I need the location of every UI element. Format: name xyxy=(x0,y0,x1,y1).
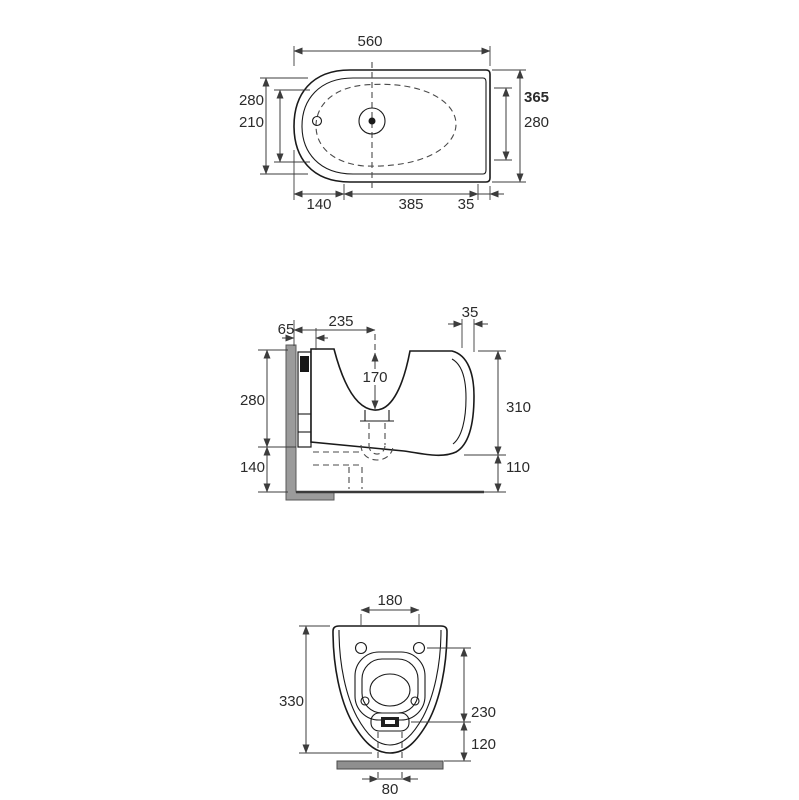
dim-label-385: 385 xyxy=(398,196,423,213)
dim-label-140-top: 140 xyxy=(306,196,331,213)
bidet-top-inner-rim xyxy=(301,77,487,175)
tap-hole xyxy=(358,107,386,135)
side-view: 235 65 35 170 280 xyxy=(240,304,531,501)
bidet-front-inner xyxy=(338,629,442,746)
frame-fixing-block xyxy=(300,356,309,372)
dim-lower-left-group: 140 xyxy=(240,446,288,493)
dim-drain-to-floor-group: 120 xyxy=(444,721,496,762)
bidet-side-outline xyxy=(310,348,475,457)
dim-label-140-side: 140 xyxy=(240,459,265,476)
dim-label-210: 210 xyxy=(239,114,264,131)
tap-hole-center xyxy=(368,117,376,125)
drain-cover xyxy=(370,712,410,732)
inlet-hole xyxy=(311,115,323,127)
dim-label-80: 80 xyxy=(382,781,399,798)
dim-label-560: 560 xyxy=(357,33,382,50)
dim-front-height-group: 330 xyxy=(279,625,372,754)
dim-drain-width-group: 80 xyxy=(362,775,418,798)
dim-body-height-group: 310 xyxy=(464,350,531,456)
bolt-hole-right xyxy=(412,641,426,655)
dim-label-235: 235 xyxy=(328,313,353,330)
dim-wall-to-drain-group: 235 xyxy=(293,313,376,352)
dim-top-left-inner-group: 210 xyxy=(239,89,310,163)
dim-label-right-280: 280 xyxy=(524,114,549,131)
dim-top-depth-group: 365 xyxy=(492,69,549,183)
dim-label-120: 120 xyxy=(471,736,496,753)
dim-label-180: 180 xyxy=(377,592,402,609)
dim-label-170: 170 xyxy=(362,369,387,386)
bidet-front-outline xyxy=(332,625,448,754)
dim-top-right-basin-group: 280 xyxy=(494,87,549,161)
dim-hole-spacing-group: 180 xyxy=(360,592,420,625)
fixing-cap-right xyxy=(410,696,420,706)
trap-dashed-group xyxy=(313,423,394,489)
dim-top-width-group: 560 xyxy=(293,33,491,66)
dim-holes-to-drain-group: 230 xyxy=(411,647,496,723)
dim-label-330: 330 xyxy=(279,693,304,710)
basin-outline-dashed xyxy=(315,83,457,167)
dim-top-bottom-chain-group: 140 385 35 xyxy=(293,150,504,213)
dim-label-35-side: 35 xyxy=(462,304,479,321)
dim-frame-depth-group: 65 xyxy=(278,321,328,350)
bidet-side-inner-rim xyxy=(451,358,467,445)
fixing-cap-left xyxy=(360,696,370,706)
floor-bar xyxy=(336,760,444,770)
dim-clearance-group: 110 xyxy=(484,454,530,493)
dim-top-left-outer-group: 280 xyxy=(239,77,308,175)
dim-label-280-side: 280 xyxy=(240,392,265,409)
dim-upper-left-group: 280 xyxy=(240,349,296,448)
basin-bowl xyxy=(369,673,411,707)
dim-label-365: 365 xyxy=(524,89,549,106)
dim-label-310: 310 xyxy=(506,399,531,416)
bolt-hole-left xyxy=(354,641,368,655)
dim-label-110: 110 xyxy=(506,459,530,476)
dim-rim-back-group: 35 xyxy=(448,304,488,352)
dim-label-35-top: 35 xyxy=(458,196,475,213)
dim-label-left-280: 280 xyxy=(239,92,264,109)
dim-label-230: 230 xyxy=(471,704,496,721)
dim-basin-depth-group: 170 xyxy=(361,352,389,410)
dim-label-65: 65 xyxy=(278,321,295,338)
front-view: 180 330 230 120 80 xyxy=(279,592,496,798)
top-view: 560 365 280 280 210 xyxy=(239,33,549,213)
